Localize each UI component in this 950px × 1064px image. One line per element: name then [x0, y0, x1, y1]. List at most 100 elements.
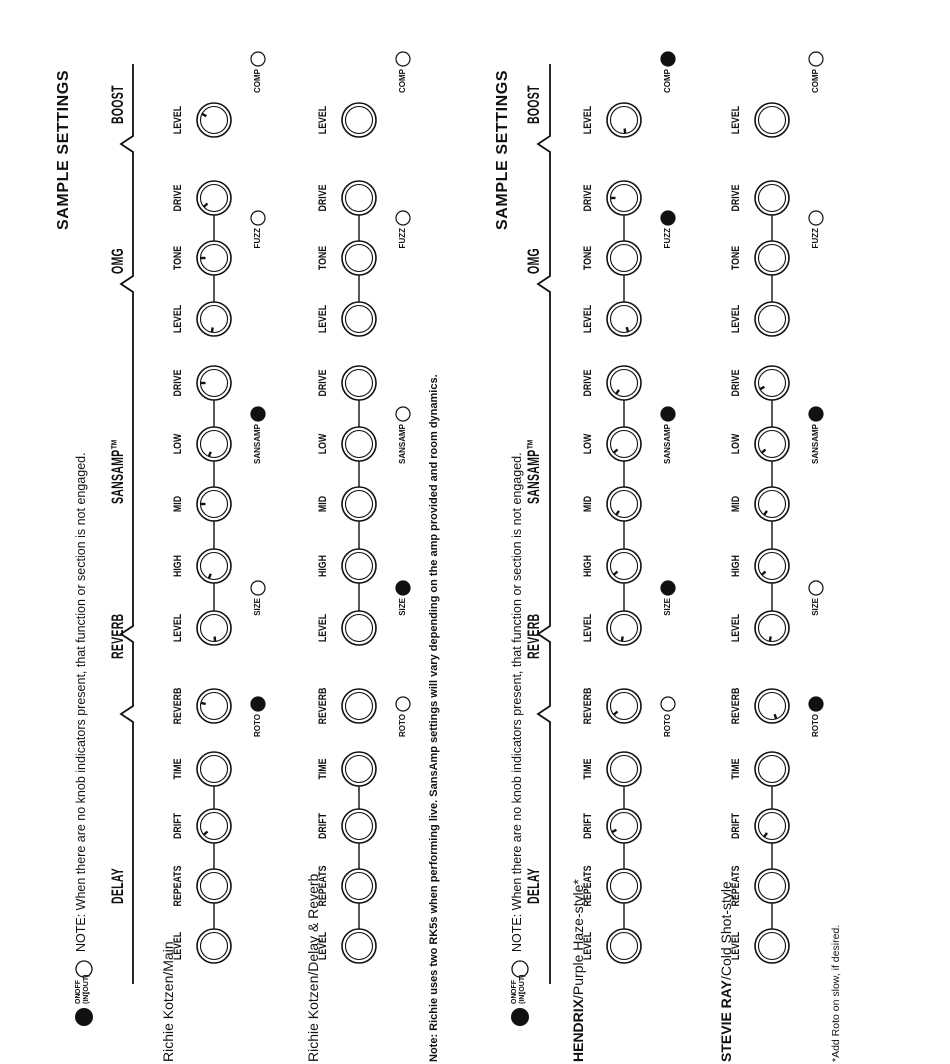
knob-label-repeats: REPEATS: [730, 865, 742, 907]
knob-label-tone: TONE: [172, 245, 184, 271]
switch-comp-off[interactable]: [395, 51, 411, 67]
knob-repeats[interactable]: [196, 868, 232, 904]
knob-low[interactable]: [196, 426, 232, 462]
knob-mid[interactable]: [754, 486, 790, 522]
switch-roto-on[interactable]: [808, 696, 824, 712]
knob-level[interactable]: [606, 928, 642, 964]
switch-sansamp-on[interactable]: [660, 406, 676, 422]
switch-label-size: SIZE: [398, 598, 407, 616]
section-header-sansamp: SANSAMP™: [108, 438, 127, 504]
section-header-boost: BOOST: [524, 85, 543, 124]
knob-level[interactable]: [606, 610, 642, 646]
switch-sansamp-off[interactable]: [395, 406, 411, 422]
legend-off-sub: (OUT): [519, 974, 526, 994]
knob-indicator: [625, 326, 630, 333]
knob-level[interactable]: [754, 301, 790, 337]
switch-fuzz-on[interactable]: [660, 210, 676, 226]
switch-fuzz-off[interactable]: [808, 210, 824, 226]
knob-drive[interactable]: [341, 180, 377, 216]
knob-time[interactable]: [196, 751, 232, 787]
knob-level[interactable]: [196, 301, 232, 337]
knob-level[interactable]: [341, 102, 377, 138]
knob-level[interactable]: [606, 301, 642, 337]
knob-drive[interactable]: [754, 180, 790, 216]
knob-inner-ring: [609, 429, 639, 459]
knob-indicator: [207, 573, 212, 579]
switch-fuzz-off[interactable]: [395, 210, 411, 226]
knob-high[interactable]: [341, 548, 377, 584]
knob-reverb[interactable]: [754, 688, 790, 724]
switch-comp-on[interactable]: [660, 51, 676, 67]
knob-mid[interactable]: [341, 486, 377, 522]
knob-level[interactable]: [341, 301, 377, 337]
knob-label-low: LOW: [317, 433, 329, 455]
knob-repeats[interactable]: [606, 868, 642, 904]
switch-size-off[interactable]: [808, 580, 824, 596]
knob-level[interactable]: [196, 102, 232, 138]
knob-tone[interactable]: [754, 240, 790, 276]
knob-indicator: [759, 385, 765, 391]
knob-label-low: LOW: [172, 433, 184, 455]
knob-drift[interactable]: [196, 808, 232, 844]
switch-roto-off[interactable]: [660, 696, 676, 712]
knob-reverb[interactable]: [606, 688, 642, 724]
knob-high[interactable]: [196, 548, 232, 584]
knob-time[interactable]: [754, 751, 790, 787]
knob-time[interactable]: [606, 751, 642, 787]
knob-indicator: [763, 510, 768, 516]
knob-level[interactable]: [341, 928, 377, 964]
knob-level[interactable]: [196, 610, 232, 646]
knob-reverb[interactable]: [196, 688, 232, 724]
switch-size-on[interactable]: [660, 580, 676, 596]
knob-repeats[interactable]: [341, 868, 377, 904]
knob-drive[interactable]: [606, 180, 642, 216]
switch-comp-off[interactable]: [808, 51, 824, 67]
switch-roto-on[interactable]: [250, 696, 266, 712]
knob-drift[interactable]: [754, 808, 790, 844]
knob-label-level: LEVEL: [582, 105, 594, 135]
knob-level[interactable]: [606, 102, 642, 138]
switch-size-off[interactable]: [250, 580, 266, 596]
knob-level[interactable]: [754, 610, 790, 646]
knob-drive[interactable]: [754, 365, 790, 401]
switch-roto-off[interactable]: [395, 696, 411, 712]
knob-label-mid: MID: [172, 495, 184, 513]
knob-reverb[interactable]: [341, 688, 377, 724]
knob-label-drive: DRIVE: [730, 369, 742, 397]
knob-drive[interactable]: [341, 365, 377, 401]
switch-sansamp-on[interactable]: [808, 406, 824, 422]
knob-tone[interactable]: [196, 240, 232, 276]
switch-fuzz-off[interactable]: [250, 210, 266, 226]
knob-mid[interactable]: [606, 486, 642, 522]
knob-drift[interactable]: [341, 808, 377, 844]
knob-inner-ring: [344, 871, 374, 901]
knob-level[interactable]: [341, 610, 377, 646]
knob-indicator: [611, 828, 617, 834]
knob-tone[interactable]: [606, 240, 642, 276]
note-text: NOTE: When there are no knob indicators …: [74, 452, 88, 952]
switch-label-comp: COMP: [398, 69, 407, 93]
knob-label-drive: DRIVE: [582, 369, 594, 397]
knob-high[interactable]: [754, 548, 790, 584]
knob-low[interactable]: [754, 426, 790, 462]
switch-label-roto: ROTO: [811, 714, 820, 737]
knob-low[interactable]: [606, 426, 642, 462]
switch-size-on[interactable]: [395, 580, 411, 596]
switch-sansamp-on[interactable]: [250, 406, 266, 422]
knob-level[interactable]: [754, 928, 790, 964]
knob-time[interactable]: [341, 751, 377, 787]
knob-drive[interactable]: [196, 180, 232, 216]
switch-comp-off[interactable]: [250, 51, 266, 67]
knob-mid[interactable]: [196, 486, 232, 522]
knob-inner-ring: [199, 429, 229, 459]
knob-repeats[interactable]: [754, 868, 790, 904]
knob-level[interactable]: [754, 102, 790, 138]
knob-indicator: [760, 570, 767, 576]
knob-drive[interactable]: [196, 365, 232, 401]
knob-tone[interactable]: [341, 240, 377, 276]
knob-low[interactable]: [341, 426, 377, 462]
knob-high[interactable]: [606, 548, 642, 584]
knob-drive[interactable]: [606, 365, 642, 401]
knob-drift[interactable]: [606, 808, 642, 844]
knob-level[interactable]: [196, 928, 232, 964]
